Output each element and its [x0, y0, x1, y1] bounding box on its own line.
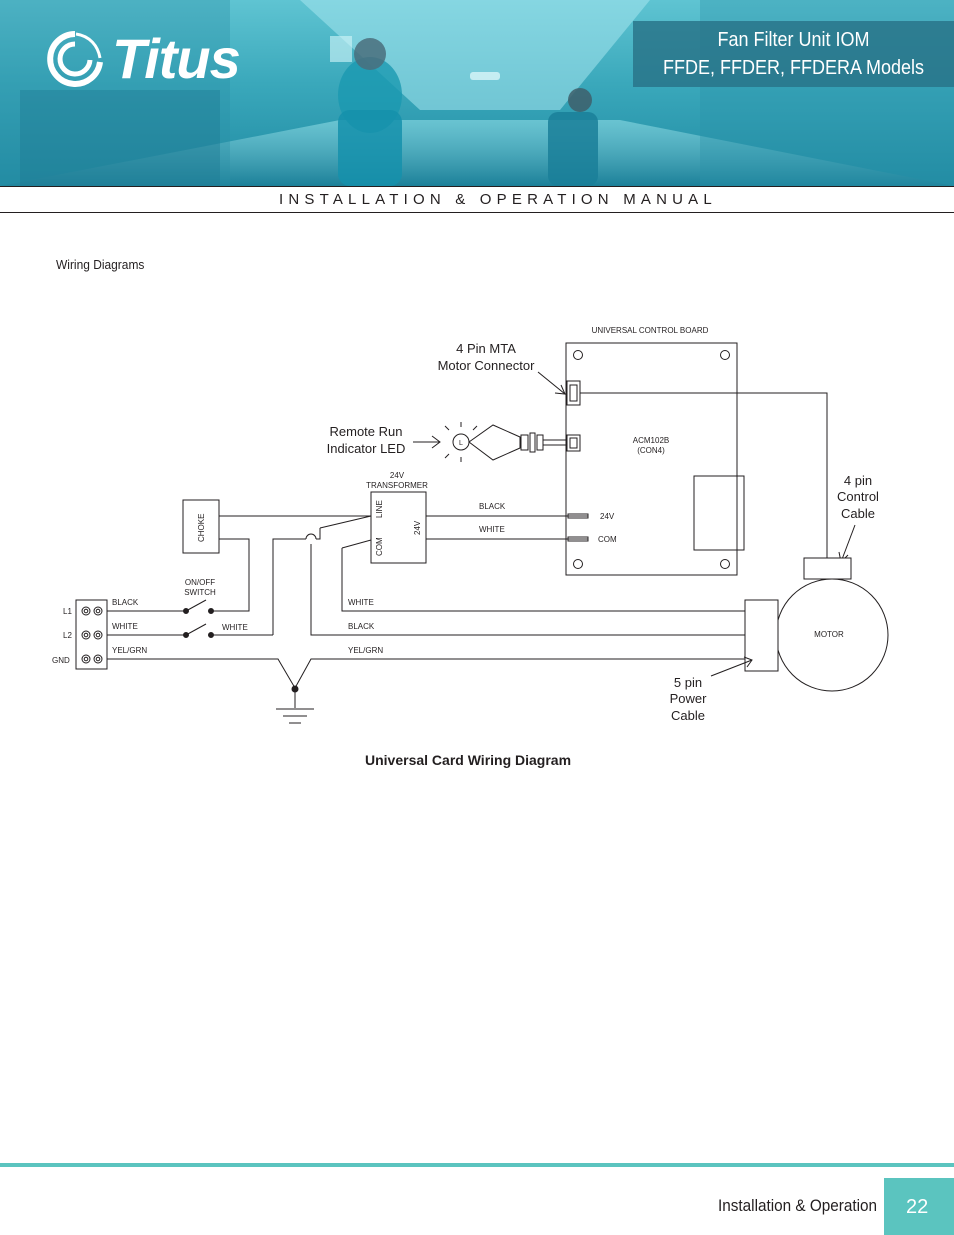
page-number-box: 22: [884, 1178, 954, 1235]
board-con-label: (CON4): [637, 446, 665, 455]
callout-mta-line1: 4 Pin MTA: [456, 341, 516, 356]
wire-label-white-switch: WHITE: [222, 623, 248, 632]
motor-label: MOTOR: [814, 630, 844, 639]
wire-yelgrn-motor: [294, 658, 745, 689]
wire-label-white: WHITE: [479, 525, 505, 534]
section-title: Wiring Diagrams: [56, 257, 145, 272]
callout-arrow: [710, 659, 753, 677]
terminal-l2-label: L2: [63, 631, 72, 640]
led-connector: [566, 434, 581, 452]
terminal-gnd-label: GND: [52, 656, 70, 665]
switch-contact: [185, 599, 207, 612]
transformer-24v-label: 24V: [413, 520, 422, 535]
mount-hole: [573, 350, 583, 360]
wire-crossover: [305, 533, 317, 540]
titus-logo: Titus: [46, 27, 241, 90]
header-banner: Titus Fan Filter Unit IOM FFDE, FFDER, F…: [0, 0, 954, 186]
wire-yelgrn-ground: [107, 658, 296, 689]
callout-pwr-line1: 5 pin: [674, 675, 702, 690]
callout-pwr-line3: Cable: [671, 708, 705, 723]
wire-label-white-motor: WHITE: [348, 598, 374, 607]
pin-24v-label: 24V: [600, 512, 615, 521]
wiring-diagram: UNIVERSAL CONTROL BOARD ACM102B (CON4) 2…: [52, 326, 889, 724]
wire-white-motor: [341, 548, 745, 612]
header-rule-bottom: [0, 212, 954, 213]
control-board: [565, 342, 738, 576]
header-rule-top: [0, 186, 954, 187]
hospital-corridor-image: [0, 0, 954, 186]
mount-hole: [720, 350, 730, 360]
callout-arrow: [537, 371, 566, 395]
switch-contact: [185, 623, 207, 636]
switch-label-line2: SWITCH: [184, 588, 216, 597]
brand-name: Titus: [112, 27, 241, 90]
board-component: [693, 475, 745, 551]
figure-caption: Universal Card Wiring Diagram: [365, 752, 572, 768]
callout-pwr-line2: Power: [670, 691, 708, 706]
wire-label-white-l2: WHITE: [112, 622, 138, 631]
wire-label-black-l1: BLACK: [112, 598, 139, 607]
wire-label-yelgrn-1: YEL/GRN: [112, 646, 147, 655]
mount-hole: [573, 559, 583, 569]
document-title-box: Fan Filter Unit IOM FFDE, FFDER, FFDERA …: [633, 21, 954, 87]
callout-mta-line2: Motor Connector: [438, 358, 535, 373]
wire-black-motor: [310, 544, 745, 636]
manual-label: INSTALLATION & OPERATION MANUAL: [279, 191, 717, 208]
footer-section-label: Installation & Operation: [718, 1196, 878, 1215]
board-title: UNIVERSAL CONTROL BOARD: [592, 326, 709, 335]
control-cable: [580, 392, 828, 558]
callout-led-line2: Indicator LED: [327, 441, 406, 456]
wire-label-black: BLACK: [479, 502, 506, 511]
transformer: [370, 491, 427, 564]
choke-label: CHOKE: [197, 514, 206, 542]
transformer-line-label: LINE: [375, 500, 384, 518]
callout-ctrl-line3: Cable: [841, 506, 875, 521]
page-number: 22: [906, 1196, 929, 1218]
transformer-label-line1: 24V: [390, 471, 405, 480]
choke: [182, 499, 220, 554]
document-title: Fan Filter Unit IOM: [717, 29, 870, 51]
terminal-l1-label: L1: [63, 607, 72, 616]
document-subtitle: FFDE, FFDER, FFDERA Models: [662, 57, 925, 79]
callout-arrow: [840, 524, 856, 563]
wire-choke-switch: [211, 538, 250, 612]
callout-led-line1: Remote Run: [330, 424, 403, 439]
wire-label-black-motor: BLACK: [348, 622, 375, 631]
callout-ctrl-line1: 4 pin: [844, 473, 872, 488]
transformer-com-label: COM: [375, 537, 384, 556]
pin-com-label: COM: [598, 535, 617, 544]
board-model-label: ACM102B: [633, 436, 669, 445]
motor-power-plug: [744, 599, 779, 672]
titus-swirl-icon: [47, 31, 103, 87]
wire-label-yelgrn-2: YEL/GRN: [348, 646, 383, 655]
footer-rule: [0, 1163, 954, 1167]
motor-control-plug: [803, 557, 852, 580]
led-cable: [468, 424, 521, 461]
led-symbol-label: L: [459, 440, 463, 447]
callout-ctrl-line2: Control: [837, 489, 879, 504]
switch-label-line1: ON/OFF: [185, 578, 215, 587]
transformer-label-line2: TRANSFORMER: [366, 481, 428, 490]
mount-hole: [720, 559, 730, 569]
